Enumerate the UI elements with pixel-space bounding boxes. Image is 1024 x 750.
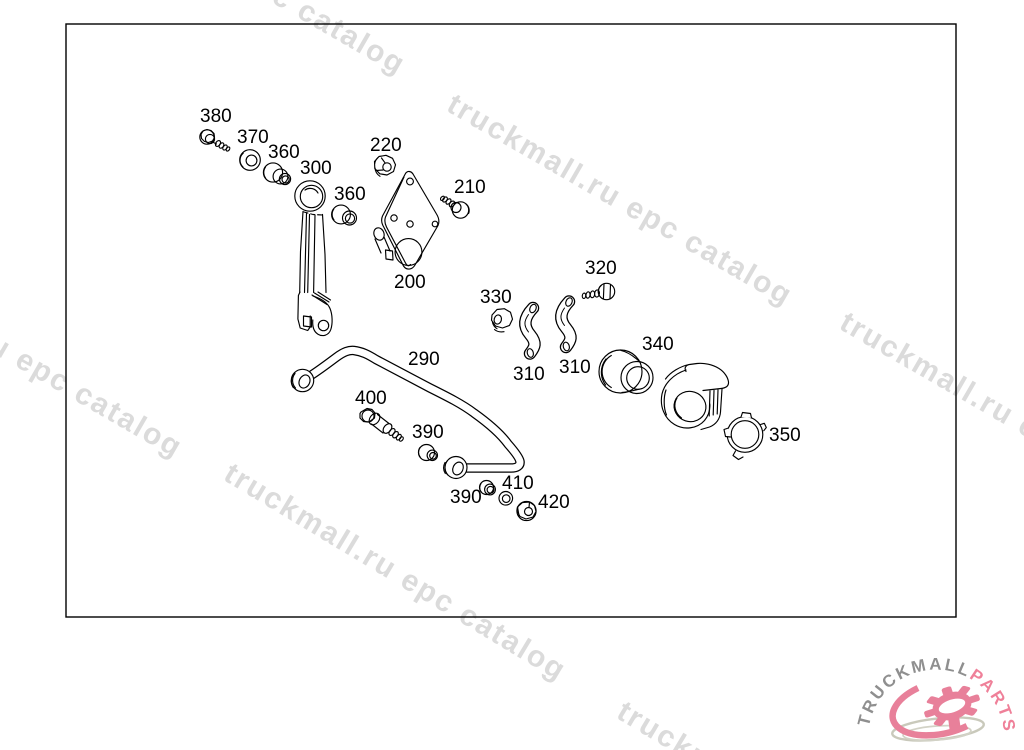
svg-text:390: 390 (412, 422, 444, 443)
svg-text:220: 220 (370, 135, 402, 156)
svg-text:310: 310 (559, 357, 591, 378)
svg-text:360: 360 (334, 184, 366, 205)
svg-text:330: 330 (480, 287, 512, 308)
svg-text:350: 350 (769, 425, 801, 446)
svg-text:320: 320 (585, 258, 617, 279)
svg-text:420: 420 (538, 492, 570, 513)
svg-text:370: 370 (237, 127, 269, 148)
svg-text:290: 290 (408, 349, 440, 370)
svg-text:400: 400 (355, 388, 387, 409)
svg-text:200: 200 (394, 272, 426, 293)
svg-text:300: 300 (300, 158, 332, 179)
svg-text:340: 340 (642, 334, 674, 355)
svg-text:410: 410 (502, 473, 534, 494)
svg-text:210: 210 (454, 177, 486, 198)
svg-text:360: 360 (268, 142, 300, 163)
svg-text:380: 380 (200, 106, 232, 127)
svg-text:310: 310 (513, 364, 545, 385)
svg-text:390: 390 (450, 487, 482, 508)
